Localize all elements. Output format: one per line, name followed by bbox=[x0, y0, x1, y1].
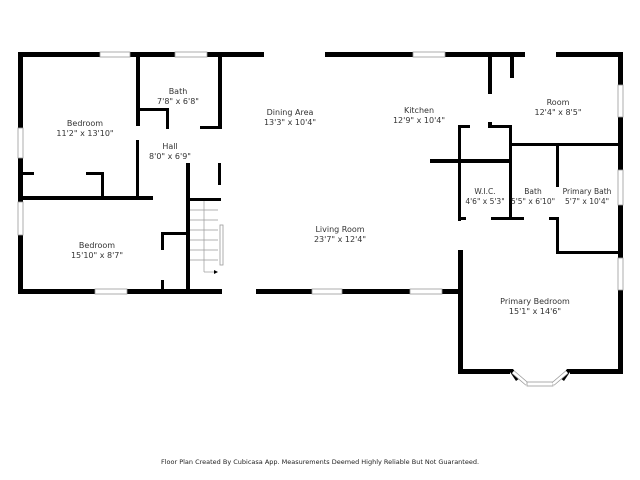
windows bbox=[17, 51, 624, 295]
room-size: 13'3" x 10'4" bbox=[263, 118, 317, 127]
bay-window bbox=[508, 369, 572, 387]
room-name: Bath bbox=[524, 187, 542, 196]
room-name: Room bbox=[546, 98, 570, 107]
room-name: Bedroom bbox=[78, 241, 116, 250]
room-label-wic: W.I.C.4'6" x 5'3" bbox=[465, 187, 504, 207]
disclaimer-footer: Floor Plan Created By Cubicasa App. Meas… bbox=[160, 458, 480, 466]
room-name: Bedroom bbox=[66, 119, 104, 128]
room-size: 12'4" x 8'5" bbox=[534, 108, 582, 117]
room-size: 15'1" x 14'6" bbox=[508, 307, 562, 316]
room-name: Primary Bedroom bbox=[500, 297, 570, 306]
room-size: 23'7" x 12'4" bbox=[313, 235, 367, 244]
stairs bbox=[190, 201, 218, 274]
room-name: Living Room bbox=[315, 225, 365, 234]
room-name: Kitchen bbox=[403, 106, 435, 115]
room-size: 11'2" x 13'10" bbox=[56, 129, 114, 138]
room-size: 7'8" x 6'8" bbox=[157, 97, 199, 106]
room-name: Bath bbox=[168, 87, 188, 96]
room-name: Hall bbox=[162, 142, 178, 151]
room-size: 15'10" x 8'7" bbox=[70, 251, 124, 260]
room-size: 4'6" x 5'3" bbox=[465, 197, 505, 206]
room-name: Primary Bath bbox=[562, 187, 612, 196]
room-name: Dining Area bbox=[266, 108, 314, 117]
room-size: 12'9" x 10'4" bbox=[392, 116, 446, 125]
room-size: 5'7" x 10'4" bbox=[564, 197, 610, 206]
room-size: 5'5" x 6'10" bbox=[510, 197, 556, 206]
room-name: W.I.C. bbox=[474, 187, 496, 196]
room-size: 8'0" x 6'9" bbox=[149, 152, 191, 161]
walls bbox=[18, 52, 623, 374]
